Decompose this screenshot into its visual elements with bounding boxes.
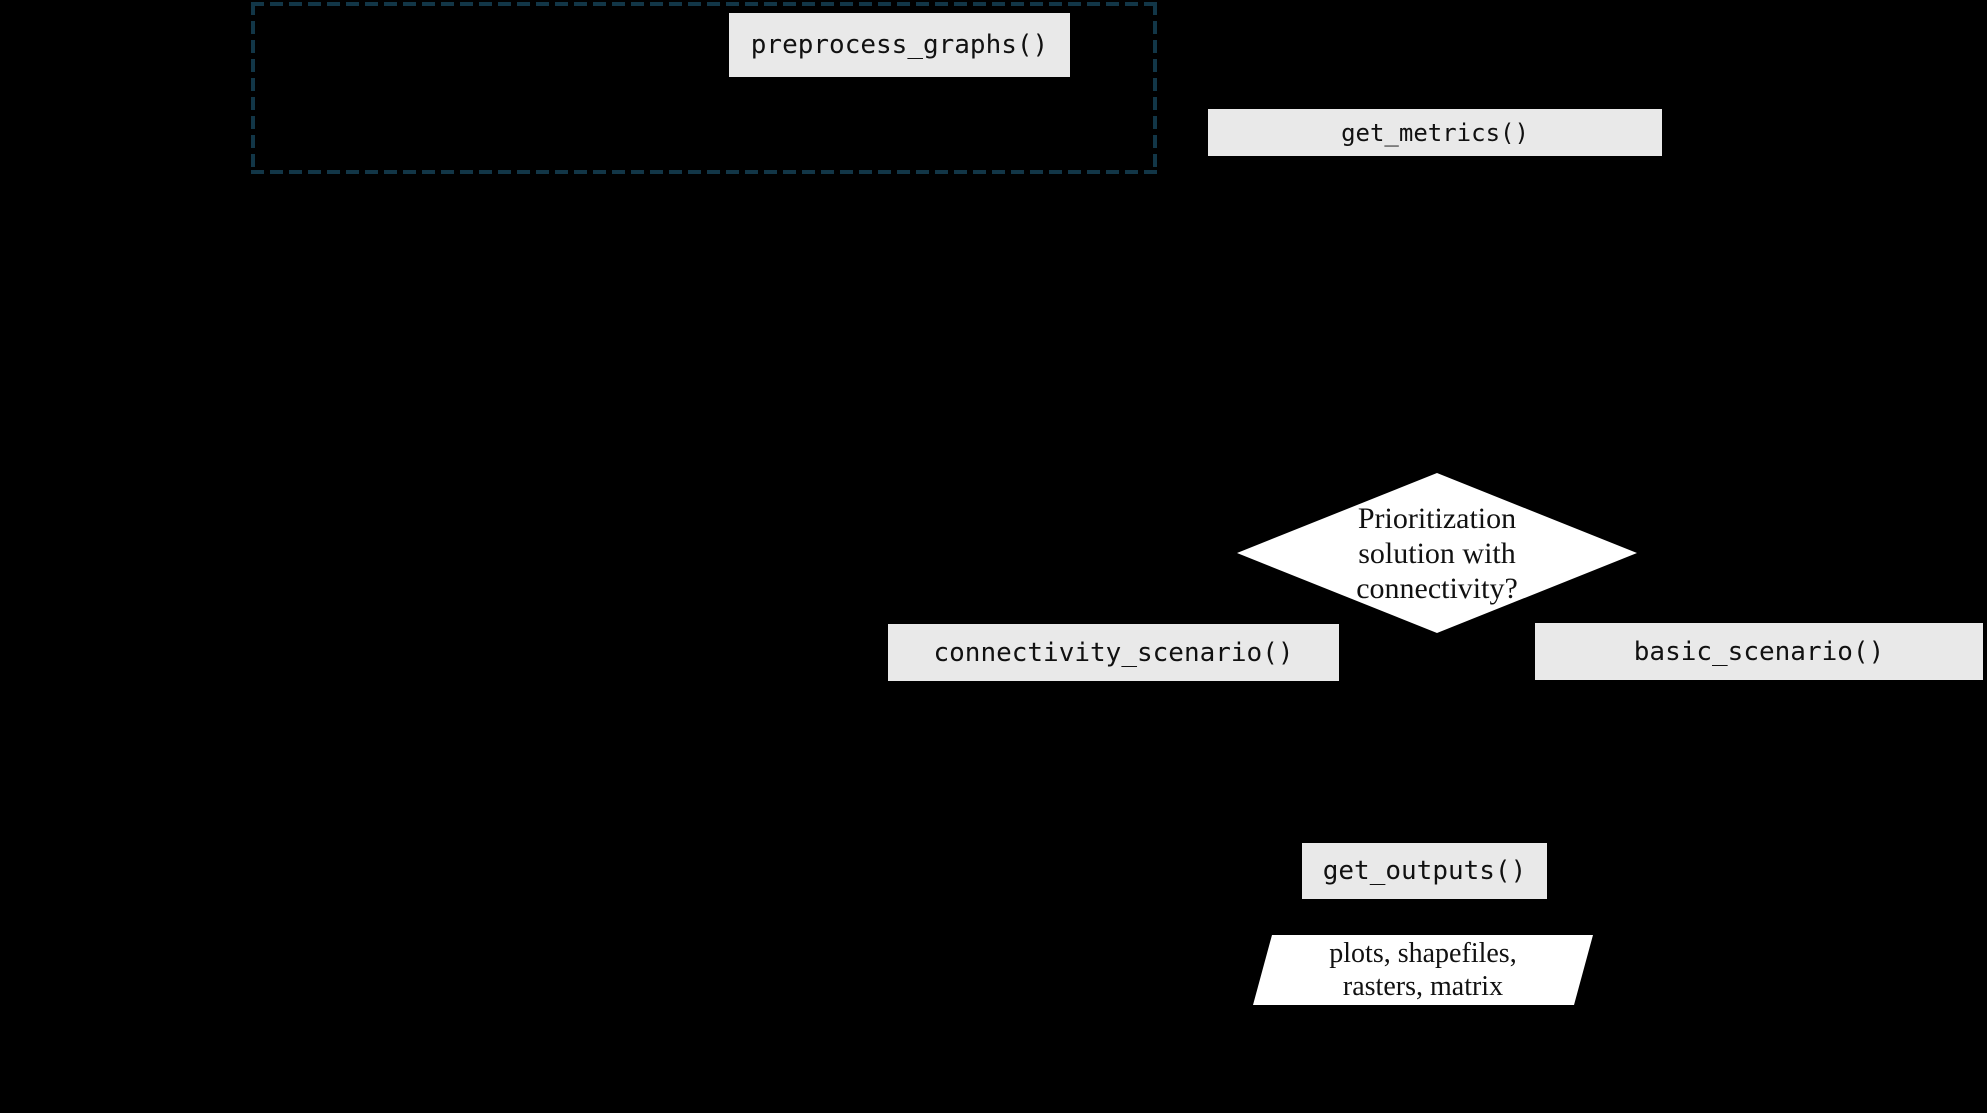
node-basic-scenario-label: basic_scenario()	[1633, 636, 1885, 667]
node-basic-scenario: basic_scenario()	[1535, 623, 1983, 680]
outputs-data-line-1: plots, shapefiles,	[1329, 938, 1517, 969]
node-get-metrics: get_metrics()	[1208, 109, 1662, 156]
node-get-metrics-label: get_metrics()	[1341, 118, 1529, 147]
node-get-outputs: get_outputs()	[1302, 843, 1547, 899]
node-get-outputs-label: get_outputs()	[1322, 856, 1527, 886]
group-outline-left	[251, 2, 255, 174]
node-outputs-data: plots, shapefiles, rasters, matrix	[1253, 935, 1593, 1005]
decision-text: Prioritization solution with connectivit…	[1356, 501, 1518, 606]
decision-line-2: solution with	[1358, 536, 1516, 570]
outputs-data-text: plots, shapefiles, rasters, matrix	[1329, 937, 1516, 1003]
decision-line-1: Prioritization	[1357, 501, 1517, 535]
node-connectivity-scenario-label: connectivity_scenario()	[933, 637, 1294, 668]
node-connectivity-scenario: connectivity_scenario()	[888, 624, 1339, 681]
preprocess-group-outline	[251, 2, 1157, 174]
outputs-data-line-2: rasters, matrix	[1342, 971, 1504, 1002]
node-preprocess-graphs-label: preprocess_graphs()	[750, 30, 1049, 60]
group-outline-bottom	[251, 170, 1157, 174]
node-preprocess-graphs: preprocess_graphs()	[729, 13, 1070, 77]
decision-line-3: connectivity?	[1356, 571, 1518, 605]
group-outline-right	[1153, 2, 1157, 174]
group-outline-top	[251, 2, 1157, 6]
node-decision-diamond: Prioritization solution with connectivit…	[1237, 473, 1637, 633]
